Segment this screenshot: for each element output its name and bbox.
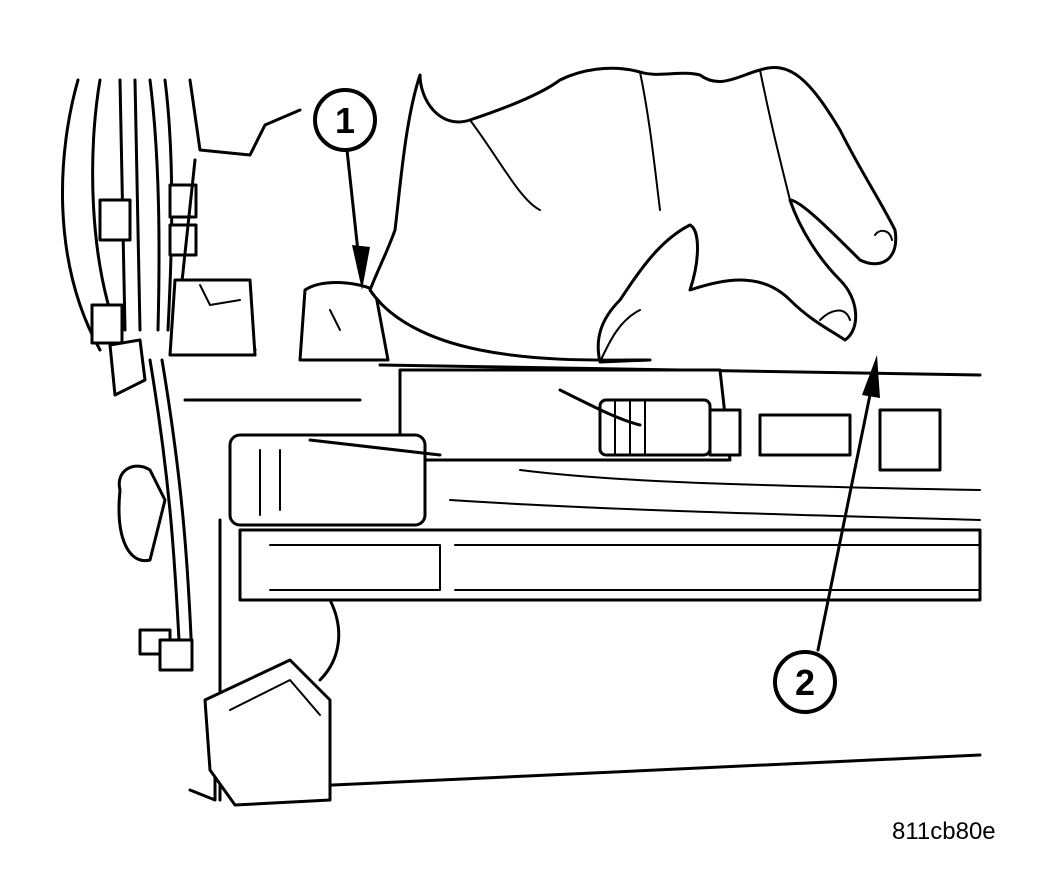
lower-tray [117, 464, 982, 802]
callout-2-arrowhead [862, 355, 880, 398]
callout-1: 1 [313, 88, 377, 290]
callout-1-label: 1 [335, 100, 355, 141]
actuator-mechanism [183, 363, 982, 527]
figure-code: 811cb80e [892, 818, 996, 845]
callout-2: 2 [773, 355, 880, 714]
callout-2-circle [773, 650, 837, 714]
upper-bracket [168, 78, 390, 362]
callout-1-circle [313, 88, 377, 152]
callout-1-arrowhead [352, 245, 370, 290]
hand [368, 66, 898, 364]
left-wiring-harness [61, 78, 198, 672]
lower-connector [203, 598, 341, 807]
callout-2-label: 2 [795, 662, 815, 703]
